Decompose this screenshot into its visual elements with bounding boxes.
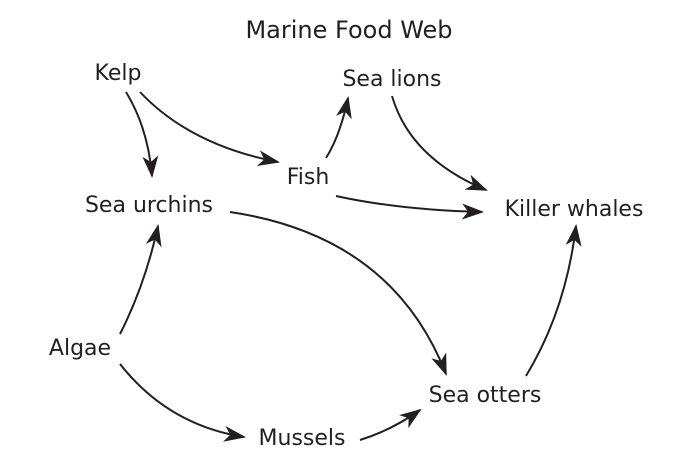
node-sea-otters: Sea otters xyxy=(429,383,542,408)
arrow-kelp-to-fish xyxy=(139,91,280,167)
diagram-title: Marine Food Web xyxy=(245,16,452,44)
arrow-sea-urchins-to-sea-otters xyxy=(229,211,447,376)
arrow-fish-to-sea-lions xyxy=(325,96,352,159)
arrow-mussels-to-sea-otters xyxy=(359,408,422,441)
node-sea-lions: Sea lions xyxy=(342,67,441,92)
node-killer-whales: Killer whales xyxy=(505,197,644,222)
arrow-algae-to-sea-urchins xyxy=(119,224,162,335)
arrow-sea-lions-to-killer-whales xyxy=(391,95,488,191)
node-sea-urchins: Sea urchins xyxy=(85,193,213,218)
node-kelp: Kelp xyxy=(95,61,142,86)
arrow-kelp-to-sea-urchins xyxy=(125,91,159,178)
arrow-algae-to-mussels xyxy=(119,363,246,442)
node-algae: Algae xyxy=(49,336,111,361)
arrow-sea-otters-to-killer-whales xyxy=(525,224,582,377)
node-fish: Fish xyxy=(287,165,330,190)
node-mussels: Mussels xyxy=(259,426,346,451)
arrow-fish-to-killer-whales xyxy=(335,195,484,220)
